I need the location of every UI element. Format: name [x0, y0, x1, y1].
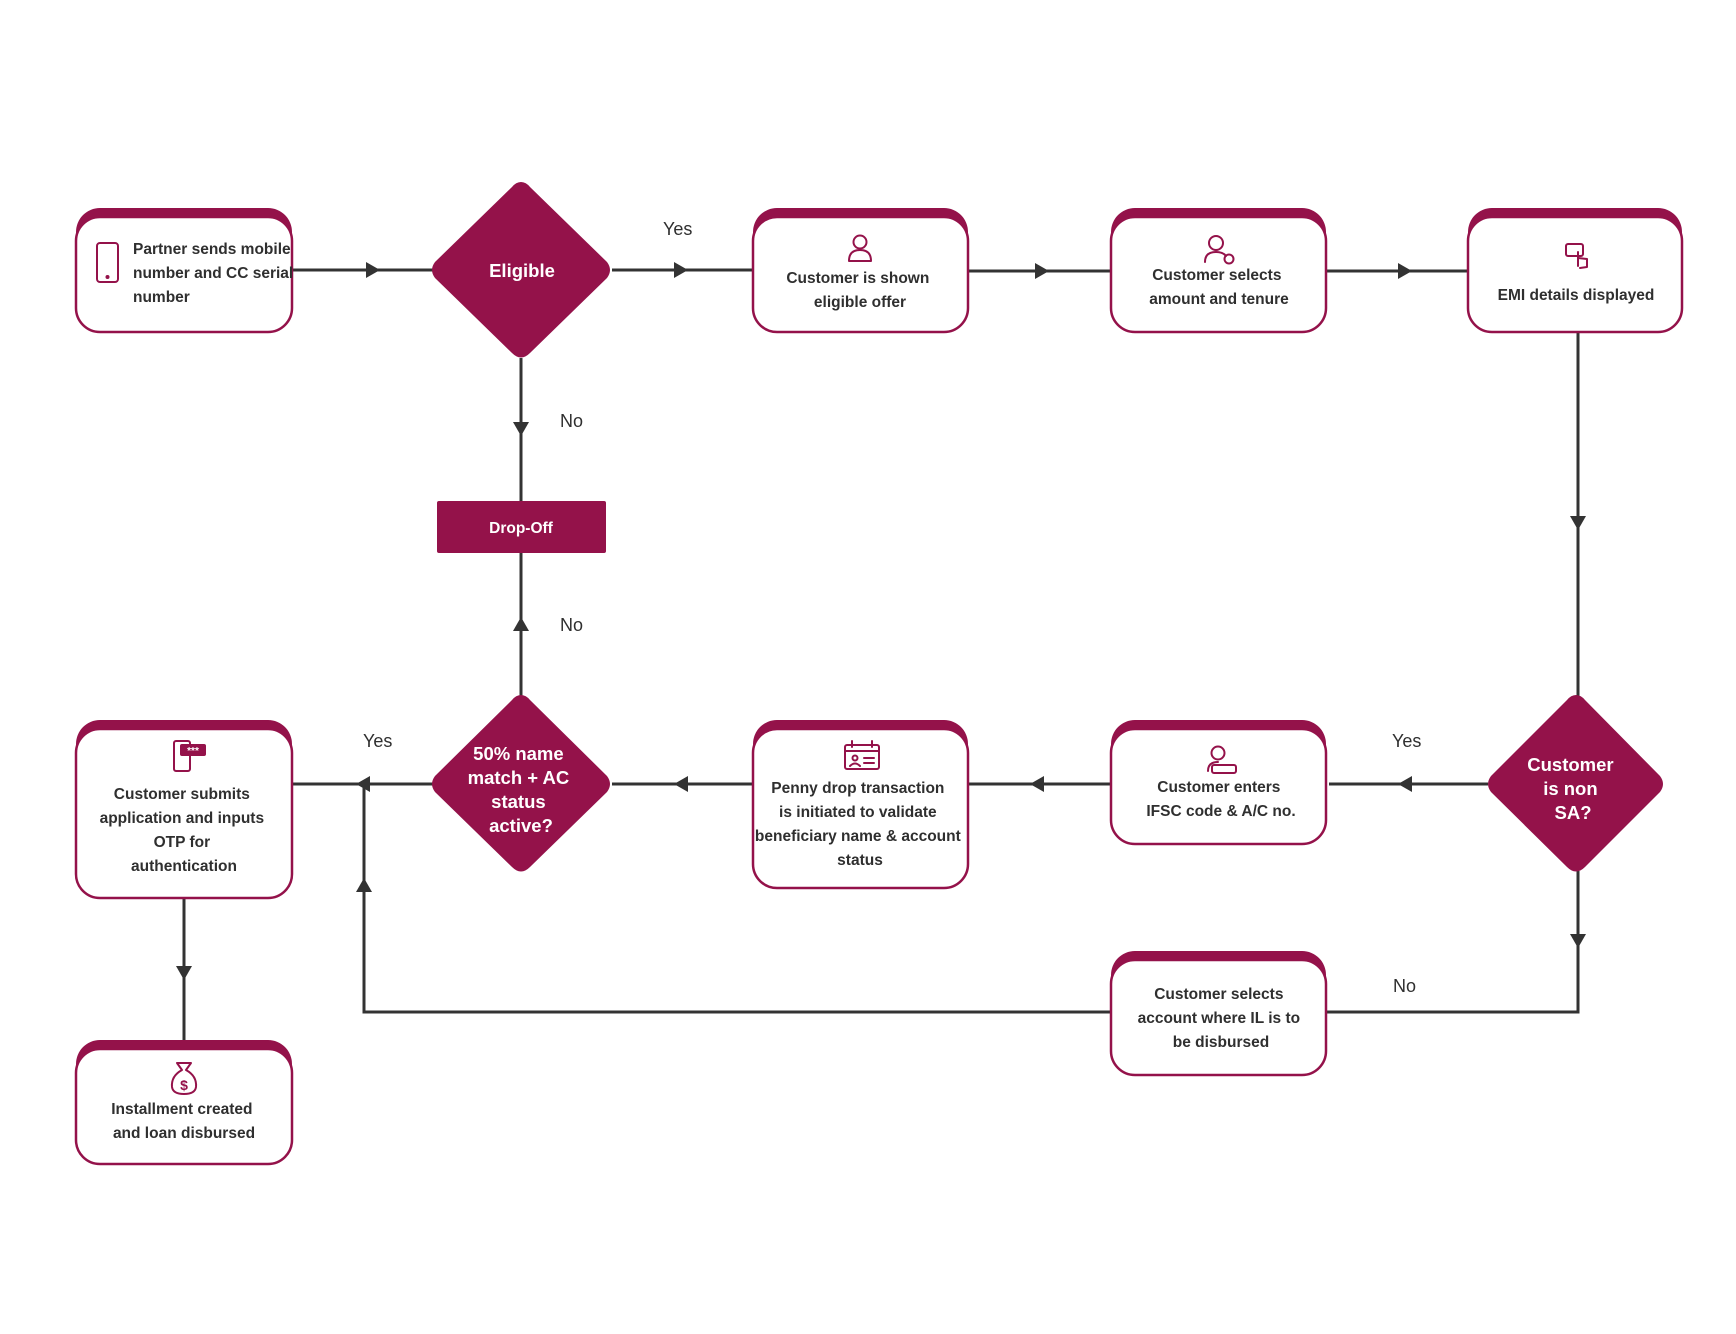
node-text: Partner sends mobile number and CC seria…	[133, 241, 298, 306]
arrowhead	[1398, 776, 1412, 792]
node-drop-off: Drop-Off	[437, 501, 606, 553]
node-text: Drop-Off	[489, 520, 554, 537]
node-text: Customer submits application and inputs …	[100, 786, 269, 875]
otp-phone-icon: ***	[173, 740, 206, 772]
arrowhead	[176, 966, 192, 980]
node-text: Penny drop transaction is initiated to v…	[755, 780, 965, 869]
label-match-yes: Yes	[363, 731, 392, 751]
arrowhead	[356, 878, 372, 892]
box-body	[74, 215, 294, 334]
arrowhead	[1035, 263, 1049, 279]
box-body	[1109, 727, 1328, 846]
box-body	[1466, 215, 1684, 334]
label-eligible-no: No	[560, 411, 583, 431]
node-emi-details: EMI details displayed	[1466, 208, 1684, 334]
node-selects-account: Customer selects account where IL is to …	[1109, 951, 1328, 1077]
connector-account-loop	[362, 784, 1111, 1014]
arrowhead	[1570, 516, 1586, 530]
user-icon	[848, 234, 872, 262]
arrowhead	[513, 617, 529, 631]
drop-off-box	[437, 501, 606, 553]
user-account-icon	[1207, 745, 1237, 774]
connectors	[176, 262, 1586, 1040]
label-nonsa-no: No	[1393, 976, 1416, 996]
label-eligible-yes: Yes	[663, 219, 692, 239]
box-body	[74, 727, 294, 900]
arrowhead	[674, 776, 688, 792]
arrowhead	[366, 262, 380, 278]
arrowhead	[1030, 776, 1044, 792]
label-nonsa-yes: Yes	[1392, 731, 1421, 751]
svg-text:***: ***	[187, 746, 199, 757]
box-body	[1109, 958, 1328, 1077]
box-body	[74, 1047, 294, 1166]
node-partner-sends: Partner sends mobile number and CC seria…	[74, 208, 298, 334]
node-text: Customer selects account where IL is to …	[1138, 986, 1305, 1051]
arrowhead	[1570, 934, 1586, 948]
connector-nonsa-account	[1327, 871, 1580, 1014]
tap-screen-icon	[1565, 243, 1588, 269]
node-text: Customer selects amount and tenure	[1149, 267, 1289, 308]
node-penny-drop: Penny drop transaction is initiated to v…	[751, 720, 970, 890]
node-text: Customer is non SA?	[1527, 754, 1619, 823]
label-match-no: No	[560, 615, 583, 635]
decision-non-sa: Customer is non SA?	[1488, 695, 1663, 872]
decision-eligible: Eligible	[432, 182, 610, 358]
id-calendar-icon	[844, 740, 880, 770]
arrowhead	[513, 422, 529, 436]
edge-labels: Yes No No Yes Yes No	[363, 219, 1421, 996]
node-text: EMI details displayed	[1498, 287, 1655, 304]
arrowhead	[674, 262, 688, 278]
box-body	[1109, 215, 1328, 334]
diamond-shape	[432, 695, 610, 872]
node-installment: $ Installment created and loan disbursed	[74, 1040, 294, 1166]
node-selects-amount: Customer selects amount and tenure	[1109, 208, 1328, 334]
node-text: Customer is shown eligible offer	[786, 270, 933, 311]
money-bag-icon: $	[170, 1062, 198, 1095]
node-text: Installment created and loan disbursed	[111, 1101, 257, 1142]
box-body	[751, 215, 970, 334]
arrowhead	[1398, 263, 1412, 279]
node-text: 50% name match + AC status active?	[468, 743, 575, 836]
mobile-phone-icon	[96, 242, 119, 283]
node-enters-ifsc: Customer enters IFSC code & A/C no.	[1109, 720, 1328, 846]
decision-name-match: 50% name match + AC status active?	[432, 695, 610, 872]
box-body	[751, 727, 970, 890]
diamond-shape	[1488, 695, 1663, 872]
svg-text:$: $	[180, 1077, 188, 1093]
node-text: Eligible	[489, 260, 555, 281]
node-text: Customer enters IFSC code & A/C no.	[1146, 779, 1295, 820]
node-submits-app: *** Customer submits application and inp…	[74, 720, 294, 900]
node-shown-offer: Customer is shown eligible offer	[751, 208, 970, 334]
user-money-icon	[1204, 235, 1235, 265]
diamond-shape	[432, 182, 610, 358]
